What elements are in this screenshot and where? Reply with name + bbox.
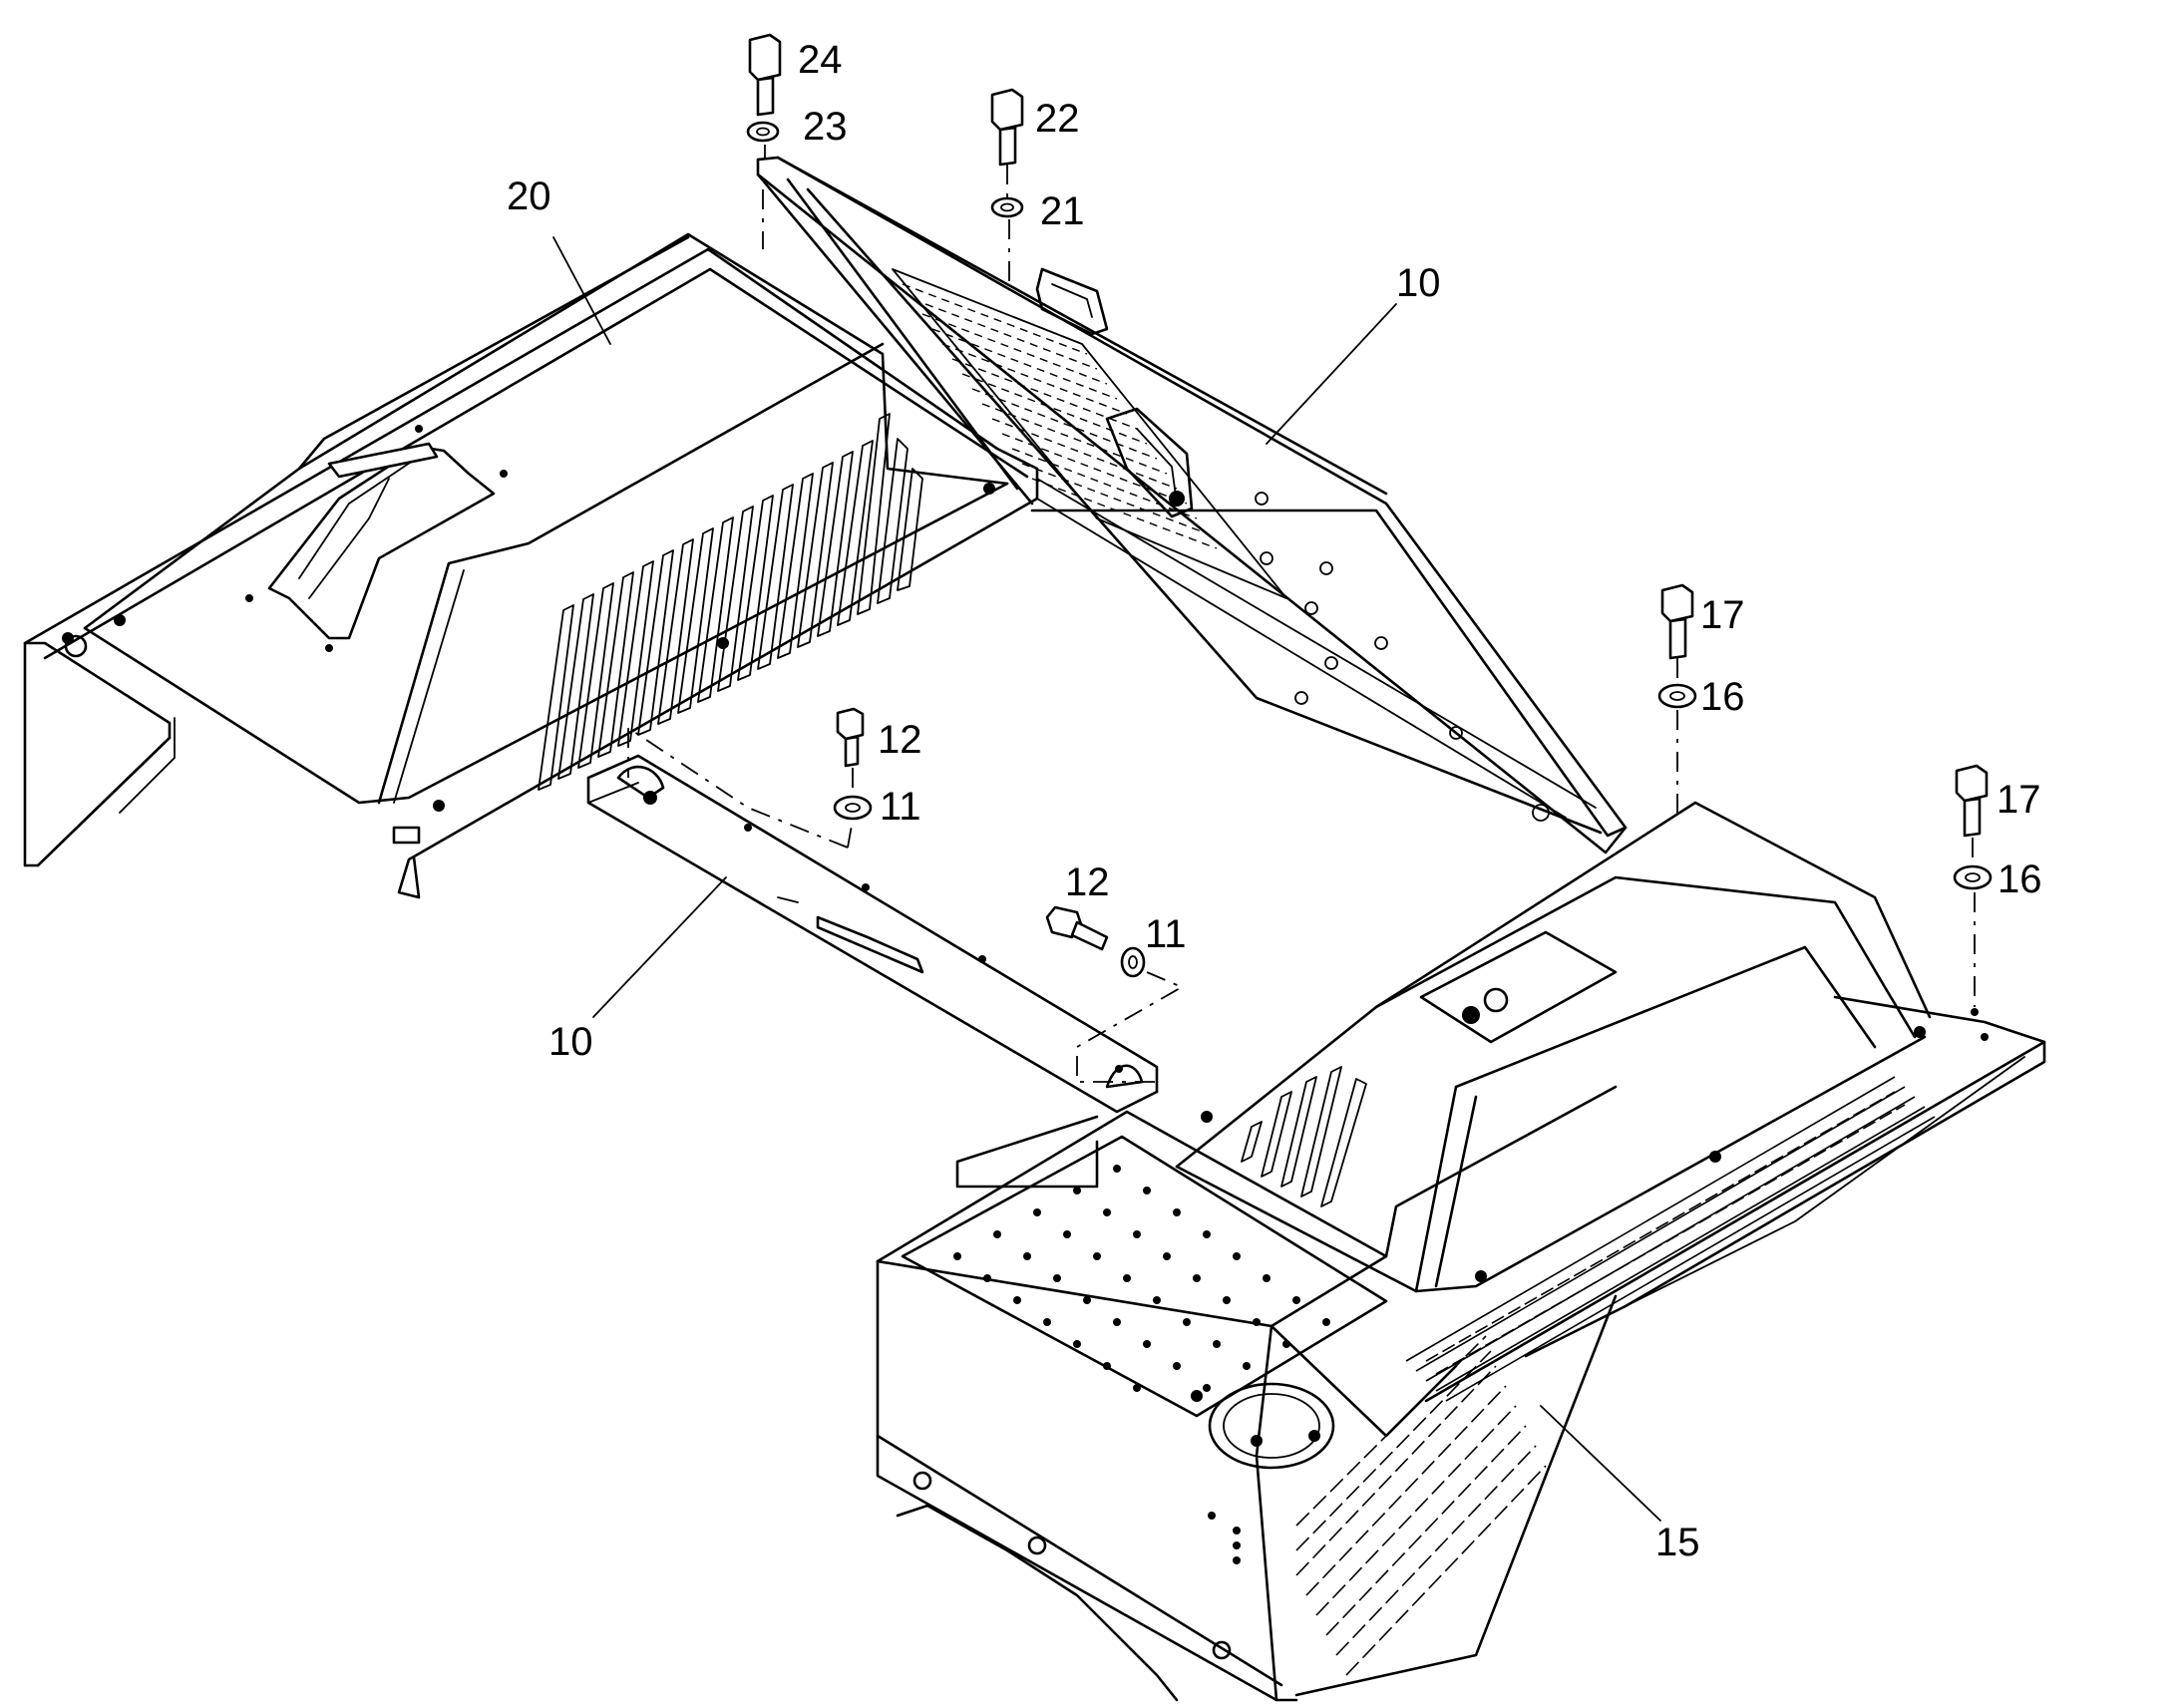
left-cover-vent-slots xyxy=(538,413,923,791)
rail-slots xyxy=(1405,1076,1936,1402)
deck-perforations xyxy=(953,1165,1330,1392)
fasteners xyxy=(627,33,1993,1083)
leader-lines xyxy=(552,236,1661,1522)
callout-10-upper: 10 xyxy=(1396,261,1441,305)
callout-17-upper: 17 xyxy=(1700,593,1745,637)
left-side-cover xyxy=(23,232,1039,899)
callout-11-upper: 11 xyxy=(880,785,921,829)
callout-22: 22 xyxy=(1035,97,1080,141)
callout-23: 23 xyxy=(803,105,848,149)
callout-12-upper: 12 xyxy=(878,718,922,762)
callout-16-right: 16 xyxy=(1998,857,2042,901)
callout-16-upper: 16 xyxy=(1700,675,1745,719)
side-louvers xyxy=(1295,1335,1547,1676)
callout-11-lower: 11 xyxy=(1145,912,1187,956)
rear-panel-with-grille xyxy=(756,156,1628,854)
callout-24: 24 xyxy=(798,38,843,82)
right-side-cover xyxy=(876,801,2046,1702)
bolt-17-right xyxy=(1955,764,1989,838)
washer-23 xyxy=(746,121,780,143)
washer-11-upper xyxy=(833,795,873,821)
callout-17-right: 17 xyxy=(1997,778,2041,822)
bolt-12-upper xyxy=(836,707,865,768)
callout-21: 21 xyxy=(1040,189,1085,233)
callout-labels: 24 23 22 21 20 10 17 16 12 11 17 16 12 1… xyxy=(507,38,2042,1564)
bolt-22 xyxy=(990,88,1024,167)
bolt-24 xyxy=(748,33,782,117)
washer-16-right xyxy=(1953,864,1993,890)
cross-member-bracket xyxy=(586,754,1159,1189)
callout-10-lower: 10 xyxy=(548,1020,593,1064)
bolt-17-upper xyxy=(1660,583,1694,660)
washer-11-lower xyxy=(1120,946,1146,978)
callout-20: 20 xyxy=(507,174,551,218)
washer-16-upper xyxy=(1657,683,1697,709)
callout-12-lower: 12 xyxy=(1065,860,1110,904)
grille-perforations xyxy=(902,283,1218,549)
washer-21 xyxy=(990,196,1024,218)
bolt-12-lower xyxy=(1045,905,1109,951)
callout-15: 15 xyxy=(1655,1521,1700,1564)
